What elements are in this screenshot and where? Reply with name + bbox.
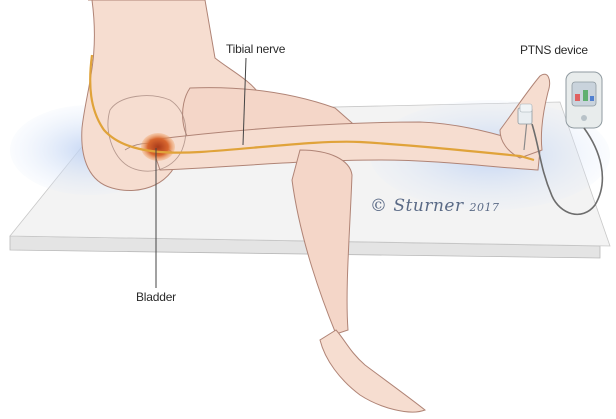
artist-signature: © Sturner 2017 <box>370 196 500 216</box>
bladder-organ <box>141 133 175 161</box>
ankle-patch <box>520 104 532 112</box>
ptns-device <box>566 72 602 128</box>
signature-name: Sturner <box>393 196 463 216</box>
signature-year: 2017 <box>470 201 500 214</box>
ptns-device-label: PTNS device <box>520 43 588 57</box>
bladder-label: Bladder <box>136 290 176 304</box>
tibial-nerve-label: Tibial nerve <box>226 42 285 56</box>
copyright-symbol: © <box>370 196 388 216</box>
